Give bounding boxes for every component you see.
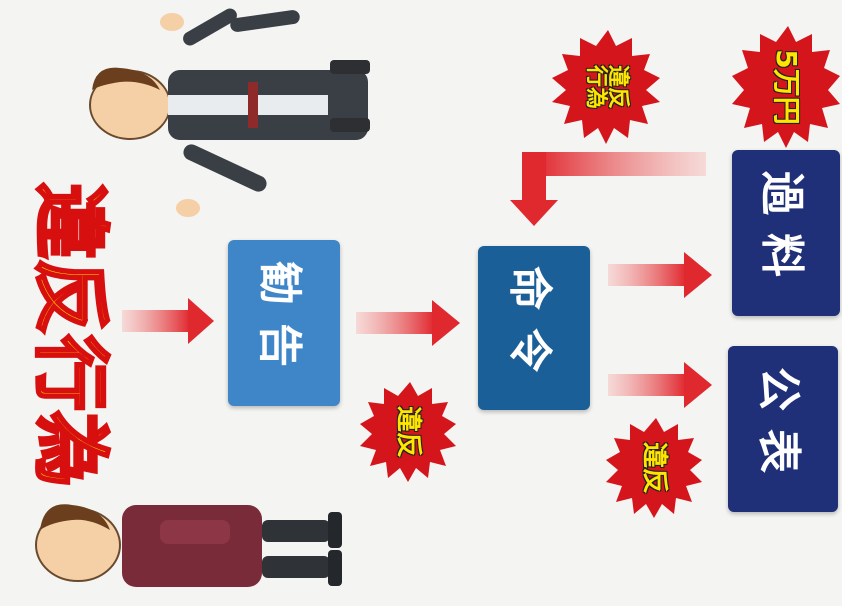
burst-ihan-left: 違反	[360, 382, 456, 482]
title-violation: 違反行為	[25, 182, 117, 489]
burst-ihan-right-shape	[606, 418, 702, 518]
box-kankoku-label: 勧告	[254, 261, 305, 385]
box-meirei-label: 命令	[504, 266, 555, 390]
burst-ihan-left-label: 違反	[393, 405, 423, 459]
box-kankoku: 勧告	[228, 240, 340, 406]
box-meirei: 命令	[478, 246, 590, 410]
arrow-title-to-kankoku	[122, 298, 214, 344]
burst-fine-shape	[732, 26, 840, 148]
burst-ihan-right: 違反	[606, 418, 702, 518]
burst-ihan-kouui-shape	[552, 30, 660, 144]
burst-fine: 5万円	[732, 26, 840, 148]
arrow-meirei-to-kouhyou	[608, 362, 712, 408]
arrow-kankoku-to-meirei	[356, 300, 460, 346]
person-bottom-illustration	[35, 504, 342, 587]
box-kouhyou: 公表	[728, 346, 838, 512]
burst-ihan-left-shape	[360, 382, 456, 482]
burst-ihan-kouui: 違反行為	[552, 30, 660, 144]
burst-fine-label: 5万円	[770, 49, 803, 125]
box-kouhyou-label: 公表	[753, 367, 804, 491]
arrow-violation-to-meirei	[510, 152, 706, 226]
box-karyou-label: 過料	[756, 171, 807, 295]
person-top-illustration	[89, 8, 370, 217]
burst-ihan-right-label: 違反	[639, 441, 669, 495]
box-karyou: 過料	[732, 150, 840, 316]
arrow-meirei-to-karyou	[608, 252, 712, 298]
burst-ihan-kouui-label: 違反行為	[583, 64, 630, 109]
